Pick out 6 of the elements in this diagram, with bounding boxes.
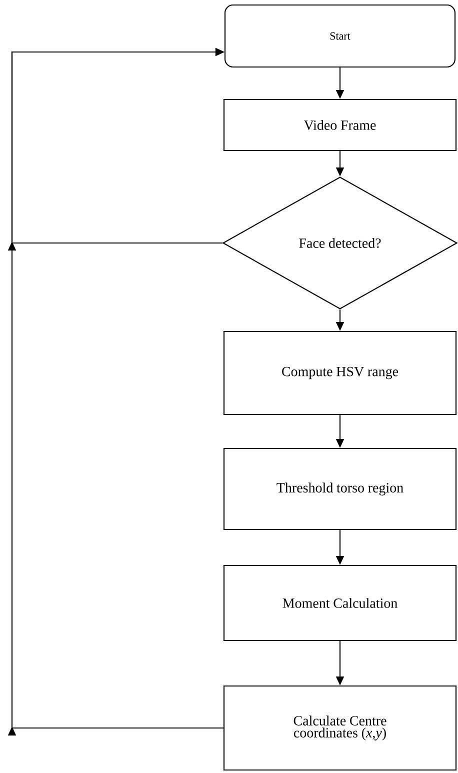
process-box: Calculate Centre coordinates (x,y) (223, 685, 457, 771)
process-box: Threshold torso region (223, 448, 457, 530)
process-box: Compute HSV range (223, 330, 457, 416)
start-terminal: Start (224, 4, 456, 68)
process-box: Moment Calculation (223, 564, 457, 642)
process-box: Video Frame (223, 98, 457, 152)
